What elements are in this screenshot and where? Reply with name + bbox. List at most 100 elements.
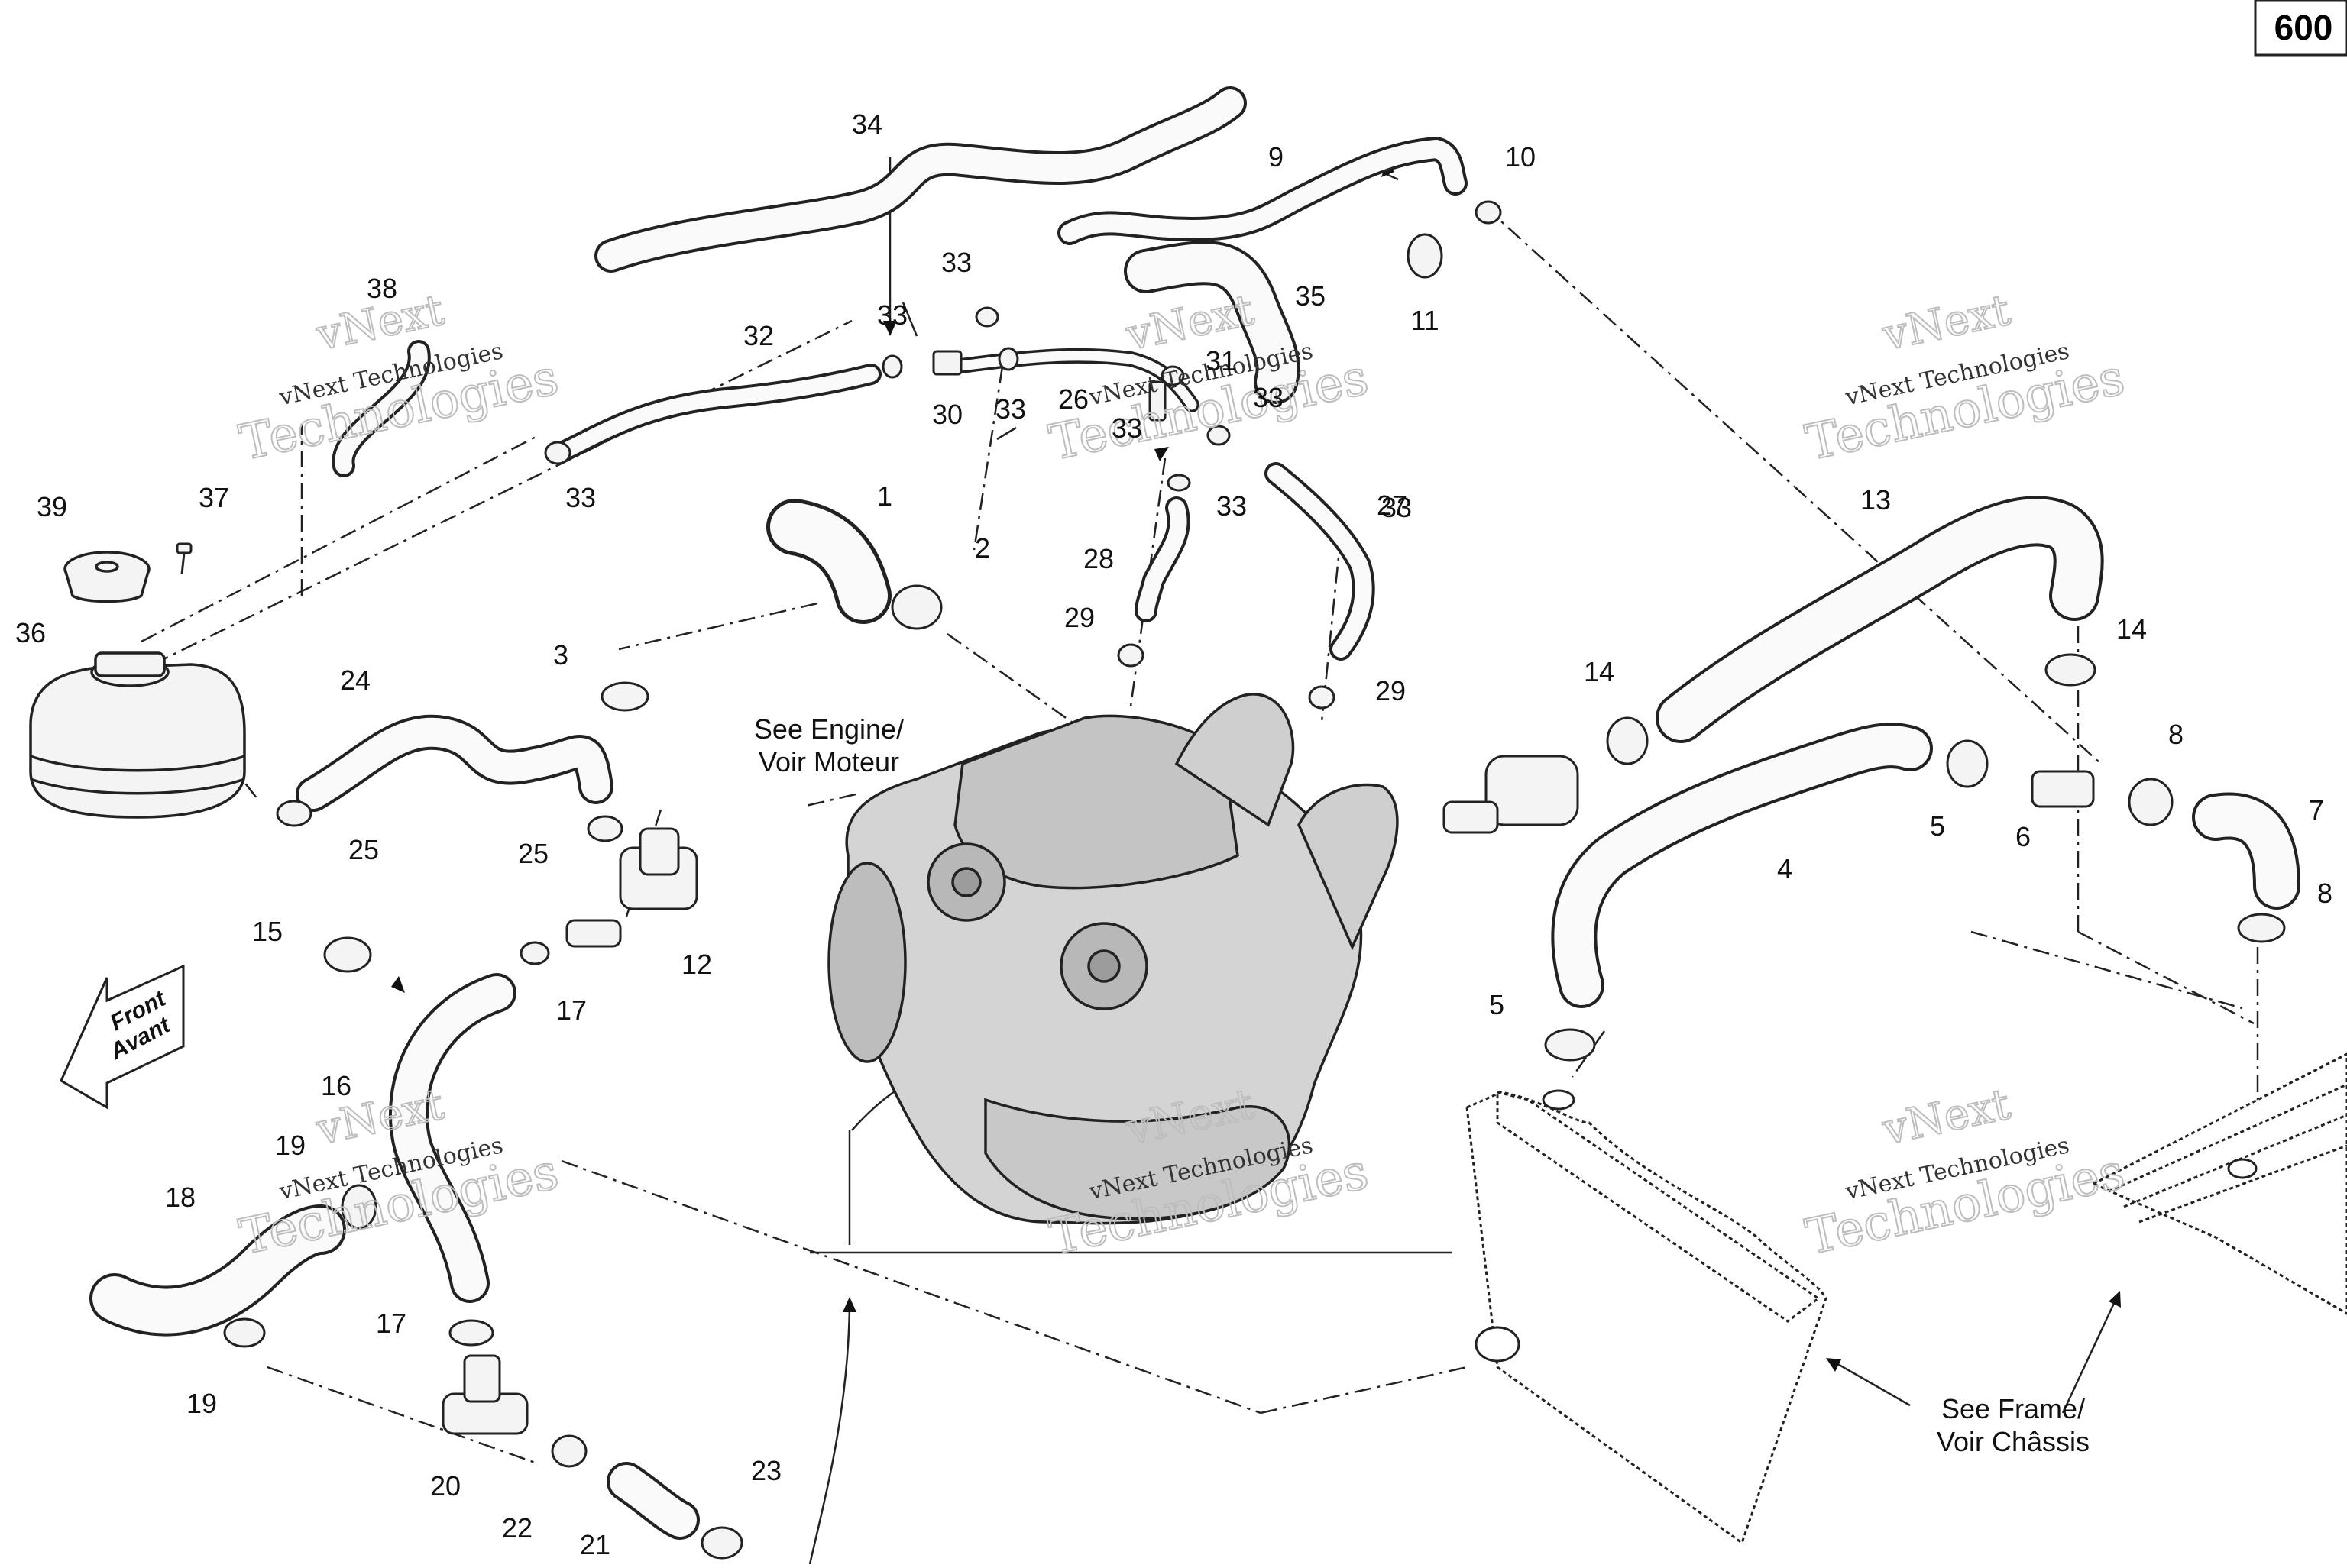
expansion-tank bbox=[29, 651, 246, 819]
fitting-31 bbox=[1148, 380, 1167, 422]
radiator-outlet bbox=[1475, 1326, 1520, 1363]
clamp-33d bbox=[1161, 365, 1185, 386]
callout-31: 31 bbox=[1206, 345, 1236, 377]
engine-assembly bbox=[827, 693, 1399, 1225]
callout-25: 25 bbox=[518, 838, 549, 869]
tank-neck-ring bbox=[94, 651, 166, 677]
arrow-head bbox=[2109, 1291, 2121, 1308]
callout-22: 22 bbox=[502, 1512, 533, 1544]
magneto-cover-1-hub bbox=[951, 867, 982, 897]
clamp-19a bbox=[341, 1184, 377, 1230]
callout-28: 28 bbox=[1083, 543, 1114, 574]
leader-line bbox=[947, 632, 1131, 765]
leader-line bbox=[2061, 1298, 2118, 1414]
hose-35-fill bbox=[1127, 244, 1297, 401]
fitting-12-neck bbox=[565, 919, 622, 948]
leader-line bbox=[808, 1305, 851, 1565]
clamp-33e bbox=[1206, 425, 1231, 446]
arrow-head bbox=[391, 976, 405, 993]
intake-manifold-1 bbox=[1174, 693, 1295, 827]
leader-line bbox=[1829, 1358, 1911, 1407]
callout-14: 14 bbox=[1584, 656, 1614, 687]
callout-37: 37 bbox=[199, 482, 229, 513]
callout-33: 33 bbox=[565, 482, 596, 513]
radiator-inlet bbox=[1542, 1089, 1575, 1111]
radiator-right-port bbox=[2227, 1158, 2258, 1179]
radiator-right bbox=[2090, 1052, 2347, 1315]
leader-line bbox=[1571, 1030, 1606, 1078]
leader-line bbox=[561, 1159, 1261, 1414]
callout-33: 33 bbox=[995, 393, 1026, 425]
callout-29: 29 bbox=[1375, 675, 1406, 706]
fittings bbox=[442, 350, 2095, 1435]
note-frame-line2: Voir Châssis bbox=[1937, 1426, 2090, 1457]
hose-21-fill bbox=[610, 1465, 697, 1537]
clamp-29b bbox=[1308, 685, 1335, 710]
clamp-33c bbox=[998, 347, 1019, 371]
callout-14: 14 bbox=[2116, 613, 2147, 645]
clamp-14b bbox=[2044, 653, 2096, 687]
screw-37 bbox=[176, 542, 193, 575]
leader-line bbox=[902, 302, 918, 337]
hose-24-fill bbox=[299, 717, 610, 809]
page-badge-box bbox=[2254, 0, 2347, 57]
radiator-left bbox=[1465, 1089, 1827, 1545]
fitting-6 bbox=[2031, 770, 2095, 808]
hose-18-fill bbox=[92, 1208, 343, 1334]
watermark-line1: vNext bbox=[1122, 285, 1258, 360]
callout-33: 33 bbox=[1381, 492, 1412, 523]
hose-13-fill bbox=[1659, 499, 2101, 740]
clamp-33a bbox=[975, 306, 999, 328]
callout-24: 24 bbox=[340, 664, 371, 696]
callout-13: 13 bbox=[1860, 484, 1891, 516]
arrow-head bbox=[883, 321, 897, 336]
clamp-23 bbox=[701, 1526, 743, 1560]
callout-29: 29 bbox=[1064, 602, 1095, 633]
callout-5: 5 bbox=[1930, 810, 1945, 842]
callout-7: 7 bbox=[2309, 794, 2324, 826]
pump-housing bbox=[1484, 755, 1579, 826]
note-frame-line1: See Frame/ bbox=[1941, 1393, 2085, 1424]
leader-line bbox=[1970, 930, 2243, 1010]
callout-5: 5 bbox=[1489, 989, 1504, 1020]
callout-2: 2 bbox=[975, 532, 990, 564]
callout-33: 33 bbox=[941, 247, 972, 278]
callout-39: 39 bbox=[37, 491, 67, 522]
radiator-frame bbox=[1496, 1091, 1821, 1323]
clamp-19b bbox=[223, 1317, 266, 1348]
callout-34: 34 bbox=[852, 108, 882, 140]
callout-33: 33 bbox=[1112, 412, 1142, 444]
callout-27: 27 bbox=[1377, 490, 1407, 521]
callout-38: 38 bbox=[367, 273, 397, 304]
hose-28-fill bbox=[1138, 499, 1187, 619]
callout-9: 9 bbox=[1268, 141, 1284, 173]
callout-8: 8 bbox=[2317, 878, 2332, 909]
leader-line bbox=[2077, 930, 2255, 1025]
watermark-line1: vNext bbox=[1878, 1079, 2015, 1155]
leader-line bbox=[141, 434, 539, 643]
callout-4: 4 bbox=[1777, 853, 1792, 884]
tank-band bbox=[30, 755, 245, 772]
clamp-3 bbox=[601, 681, 649, 712]
cap-body bbox=[63, 568, 151, 603]
clamp-15 bbox=[323, 936, 372, 973]
callout-19: 19 bbox=[275, 1130, 306, 1161]
clamp-25b bbox=[587, 815, 623, 842]
clamp-17a bbox=[520, 941, 550, 965]
callout-12: 12 bbox=[681, 949, 712, 980]
callout-33: 33 bbox=[877, 299, 908, 331]
hose-7-fill bbox=[2195, 795, 2297, 907]
watermark: vNext vNext Technologies Technologies bbox=[1800, 284, 2130, 472]
callout-10: 10 bbox=[1505, 141, 1536, 173]
clamp-10 bbox=[1475, 200, 1502, 225]
arrow-head bbox=[1154, 447, 1169, 461]
callout-18: 18 bbox=[165, 1182, 196, 1213]
clamp-14a bbox=[1606, 716, 1649, 765]
clamp-29a bbox=[1117, 643, 1144, 668]
lower-crankcase bbox=[984, 1098, 1291, 1220]
tank-body bbox=[29, 663, 246, 819]
callout-8: 8 bbox=[2168, 719, 2184, 750]
fitting-30 bbox=[932, 350, 963, 376]
pump-inlet bbox=[1442, 800, 1499, 834]
